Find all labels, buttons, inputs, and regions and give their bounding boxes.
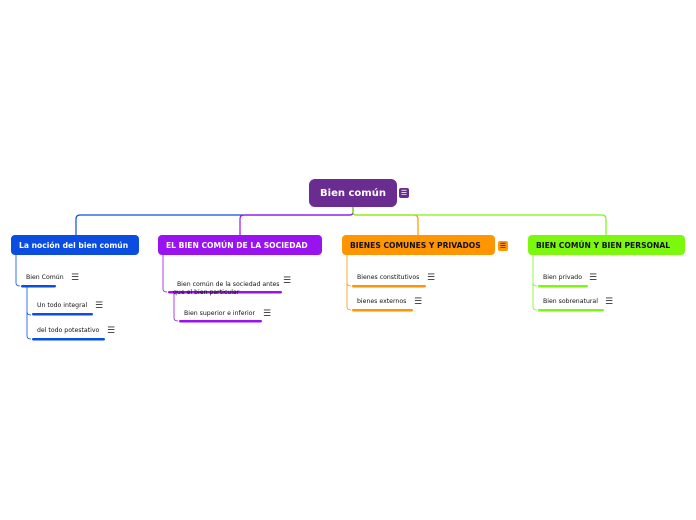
underline-b1-c2	[32, 313, 93, 316]
subtopic-b4-c2[interactable]: Bien sobrenatural	[543, 298, 598, 306]
connector-branch-2	[239, 207, 354, 235]
subtopic-label: Bienes constitutivos	[357, 274, 420, 281]
subtopic-label: Bien común de la sociedad antes que el b…	[173, 281, 280, 296]
subtopic-b2-c1[interactable]: Bien común de la sociedad antes que el b…	[173, 273, 280, 297]
notes-menu-icon[interactable]: ☰	[605, 297, 614, 307]
subtopic-b1-c3[interactable]: del todo potestativo	[37, 327, 99, 335]
underline-b1-c3	[32, 338, 105, 341]
subtopic-label: bienes externos	[357, 298, 407, 305]
subtopic-b2-c2[interactable]: Bien superior e inferior	[184, 310, 255, 318]
connector-b1-c3	[26, 312, 32, 340]
connector-b4-c2	[532, 283, 538, 311]
subtopic-label: del todo potestativo	[37, 327, 100, 334]
notes-menu-icon[interactable]: ☰	[427, 273, 436, 283]
underline-b2-c2	[179, 320, 262, 323]
root-topic-label: Bien común	[320, 187, 386, 199]
connector-b4-c1	[532, 255, 538, 287]
connector-b1-c2	[26, 286, 32, 316]
subtopic-b3-c2[interactable]: bienes externos	[357, 298, 406, 306]
subtopic-label: Un todo integral	[37, 302, 88, 309]
notes-menu-icon[interactable]: ☰	[107, 326, 116, 336]
notes-menu-icon[interactable]: ☰	[414, 297, 423, 307]
connector-b3-c2	[346, 283, 352, 311]
notes-menu-icon[interactable]: ☰	[283, 276, 292, 286]
notes-menu-icon[interactable]: ☰	[71, 273, 80, 283]
subtopic-b3-c1[interactable]: Bienes constitutivos	[357, 274, 419, 282]
subtopic-label: Bien privado	[543, 274, 583, 281]
branch-topic-label: BIEN COMÚN Y BIEN PERSONAL	[536, 240, 671, 250]
underline-b3-c2	[352, 309, 413, 312]
branch-topic-bienes[interactable]: BIENES COMUNES Y PRIVADOS	[342, 235, 495, 255]
branch-topic-sociedad[interactable]: EL BIEN COMÚN DE LA SOCIEDAD	[158, 235, 322, 255]
notes-menu-icon[interactable]: ☰	[589, 273, 598, 283]
notes-menu-icon[interactable]: ☰	[95, 301, 104, 311]
subtopic-b1-c2[interactable]: Un todo integral	[37, 302, 87, 310]
connector-b2-c2	[173, 292, 179, 322]
underline-b1-c1	[21, 285, 56, 288]
root-topic[interactable]: Bien común	[309, 179, 397, 207]
subtopic-label: Bien sobrenatural	[543, 298, 598, 305]
subtopic-b1-c1[interactable]: Bien Común	[26, 274, 64, 282]
branch-topic-label: BIENES COMUNES Y PRIVADOS	[350, 240, 481, 250]
connector-branch-1	[75, 207, 354, 235]
underline-b4-c2	[538, 309, 604, 312]
connector-b1-c1	[15, 255, 21, 287]
branch-topic-nocion[interactable]: La noción del bien común	[11, 235, 139, 255]
subtopic-label: Bien Común	[26, 274, 64, 281]
subtopic-label: Bien superior e inferior	[184, 310, 256, 317]
notes-menu-icon[interactable]: ☰	[263, 309, 272, 319]
connector-b3-c1	[346, 255, 352, 287]
connector-branch-3	[352, 207, 419, 235]
connector-branch-4	[352, 207, 607, 235]
root-notes-menu-icon[interactable]: ☰	[399, 188, 409, 198]
connector-b2-c1	[162, 255, 168, 293]
underline-b2-c1	[168, 291, 282, 294]
subtopic-b4-c1[interactable]: Bien privado	[543, 274, 582, 282]
underline-b3-c1	[352, 285, 426, 288]
branch-topic-label: La noción del bien común	[19, 240, 129, 250]
branch-topic-personal[interactable]: BIEN COMÚN Y BIEN PERSONAL	[528, 235, 685, 255]
underline-b4-c1	[538, 285, 588, 288]
branch-topic-label: EL BIEN COMÚN DE LA SOCIEDAD	[166, 240, 308, 250]
branch-notes-menu-icon[interactable]: ☰	[498, 241, 508, 251]
